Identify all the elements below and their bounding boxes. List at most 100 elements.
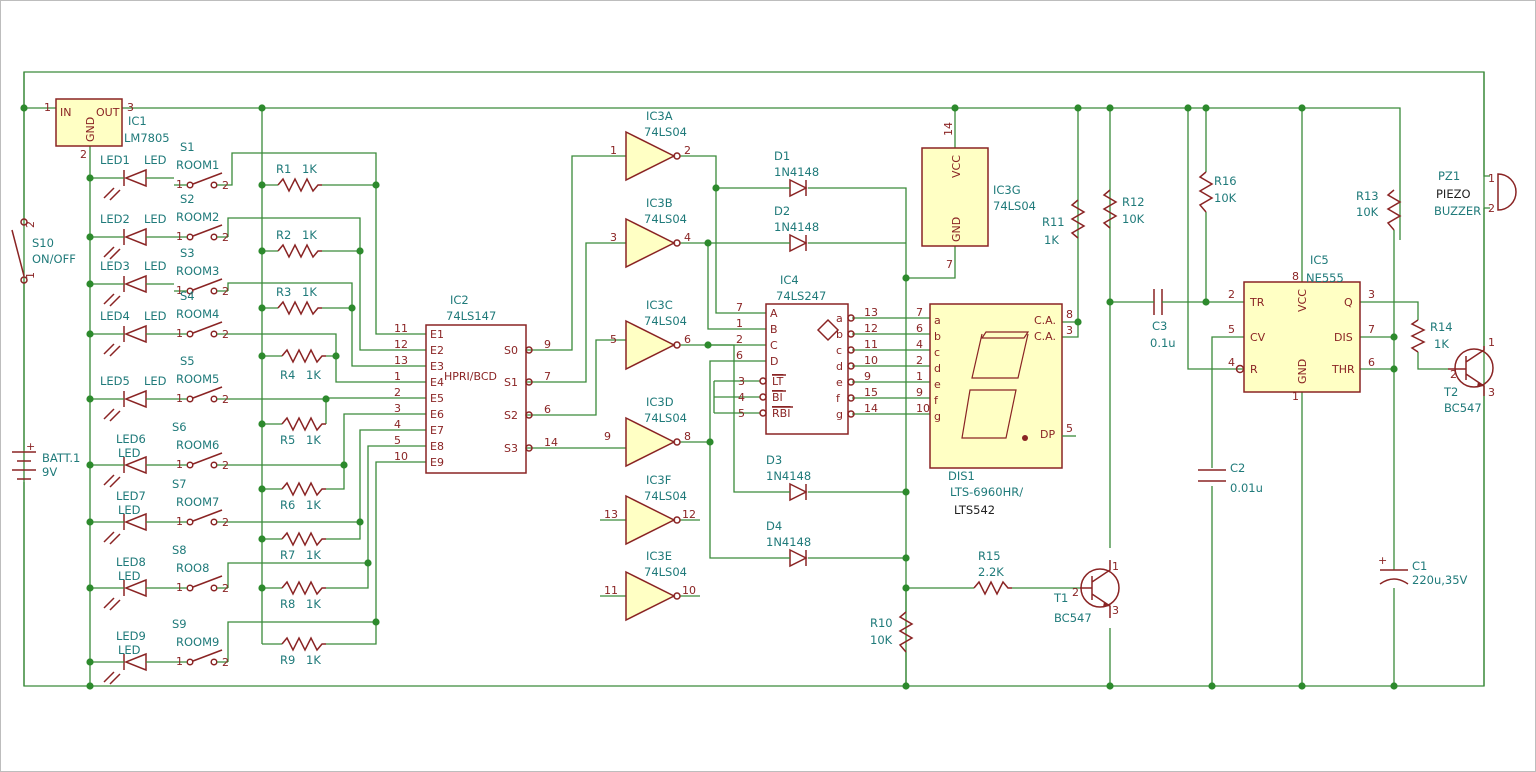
switch-pin1: 1 — [176, 655, 183, 668]
timer-ic5: TR CV R Q DIS THR VCC GND 2 5 4 3 7 6 8 … — [1228, 253, 1375, 403]
inverter-bubble — [673, 516, 681, 524]
c1-ref: C1 — [1412, 559, 1427, 573]
display-seg-pin: 6 — [916, 322, 923, 335]
encoder-input-name: E2 — [430, 344, 444, 357]
inverter-value: 74LS04 — [644, 565, 687, 579]
switch-terminal — [186, 518, 194, 526]
switch-terminal — [210, 181, 218, 189]
led-light-arrows — [103, 597, 121, 611]
led-ref: LED5 — [100, 374, 130, 388]
resistor-icon — [281, 481, 326, 497]
t1-value: BC547 — [1054, 611, 1092, 625]
led-light-arrows — [103, 531, 121, 545]
r10-value: 10K — [870, 633, 893, 647]
resistor-icon — [277, 300, 322, 316]
encoder-input-name: E8 — [430, 440, 444, 453]
inverter-out-pin: 12 — [682, 508, 696, 521]
led-value: LED — [144, 374, 167, 388]
r14-value: 1K — [1434, 337, 1449, 351]
decoder-input-name: A — [770, 307, 778, 320]
buzzer-pin1: 1 — [1488, 172, 1495, 185]
inverter-value: 74LS04 — [644, 212, 687, 226]
encoder-output-bubble — [525, 411, 533, 419]
switch-pin2: 2 — [222, 328, 229, 341]
led-ref: LED2 — [100, 212, 130, 226]
encoder-input-pin: 2 — [394, 386, 401, 399]
decoder-input-name: C — [770, 339, 778, 352]
decoder-input-pin: 2 — [736, 333, 743, 346]
switch-terminal — [210, 287, 218, 295]
segment-lower — [961, 389, 1017, 439]
inverter-value: 74LS04 — [644, 411, 687, 425]
switch-terminal — [210, 658, 218, 666]
r16-value: 10K — [1214, 191, 1237, 205]
buzzer-pin2: 2 — [1488, 202, 1495, 215]
inverter-value: 74LS04 — [644, 314, 687, 328]
inverter-out-pin: 2 — [684, 144, 691, 157]
decoder-output-bubble — [847, 394, 855, 402]
encoder-output-name: S1 — [504, 376, 518, 389]
resistor-ref: R2 — [276, 228, 291, 242]
switch-lever — [192, 509, 223, 522]
decoder-output-name: b — [836, 328, 843, 341]
switch-pin1: 1 — [176, 178, 183, 191]
led-light-arrows — [103, 187, 121, 201]
display-seg-pin: 7 — [916, 306, 923, 319]
segment-upper — [971, 333, 1029, 379]
r12-ref: R12 — [1122, 195, 1145, 209]
led-ref: LED3 — [100, 259, 130, 273]
diode-ref: D2 — [774, 204, 790, 218]
display-seg-name: c — [934, 346, 940, 359]
decoder-output-pin: 15 — [864, 386, 878, 399]
switch-lever — [192, 575, 223, 588]
encoder-input-name: E5 — [430, 392, 444, 405]
switch-value: ROO8 — [176, 561, 209, 575]
switch-terminal — [186, 584, 194, 592]
battery-ref: BATT.1 — [42, 451, 80, 465]
switch-pin2: 2 — [222, 393, 229, 406]
switch-pin2: 2 — [222, 516, 229, 529]
switch-pin1: 1 — [176, 284, 183, 297]
resistor-icon — [281, 348, 326, 364]
inverter-out-pin: 4 — [684, 231, 691, 244]
led-value: LED — [144, 309, 167, 323]
encoder-output-bubble — [525, 346, 533, 354]
decoder-input-name: B — [770, 323, 778, 336]
inverter-bubble — [673, 592, 681, 600]
t2-pin1: 1 — [1488, 336, 1495, 349]
r13-ref: R13 — [1356, 189, 1379, 203]
switch-terminal — [210, 461, 218, 469]
display-value2: LTS542 — [954, 503, 995, 517]
encoder-input-pin: 1 — [394, 370, 401, 383]
regulator-pin2: 2 — [80, 148, 87, 161]
r12-value: 10K — [1122, 212, 1145, 226]
inverter-bubble — [673, 341, 681, 349]
timer-pin-thr: 6 — [1368, 356, 1375, 369]
display-seg-pin: 2 — [916, 354, 923, 367]
switch-ref: S8 — [172, 543, 187, 557]
timer-pin-r: 4 — [1228, 356, 1235, 369]
switch-lever — [192, 386, 223, 399]
switch-ref: S7 — [172, 477, 187, 491]
resistor-icon — [281, 580, 326, 596]
encoder-input-name: E1 — [430, 328, 444, 341]
regulator-in-label: IN — [60, 106, 71, 119]
inverter-ref: IC3D — [646, 395, 674, 409]
resistor-value: 1K — [302, 285, 317, 299]
encoder-output-bubble — [525, 444, 533, 452]
t1-pin1: 1 — [1112, 560, 1119, 573]
display-ca-label-2: C.A. — [1034, 330, 1056, 343]
switch-terminal — [186, 330, 194, 338]
inverter-in-pin: 3 — [610, 231, 617, 244]
display-dp-pin: 5 — [1066, 422, 1073, 435]
decoder-input-pin: 7 — [736, 301, 743, 314]
diode-value: 1N4148 — [766, 535, 811, 549]
